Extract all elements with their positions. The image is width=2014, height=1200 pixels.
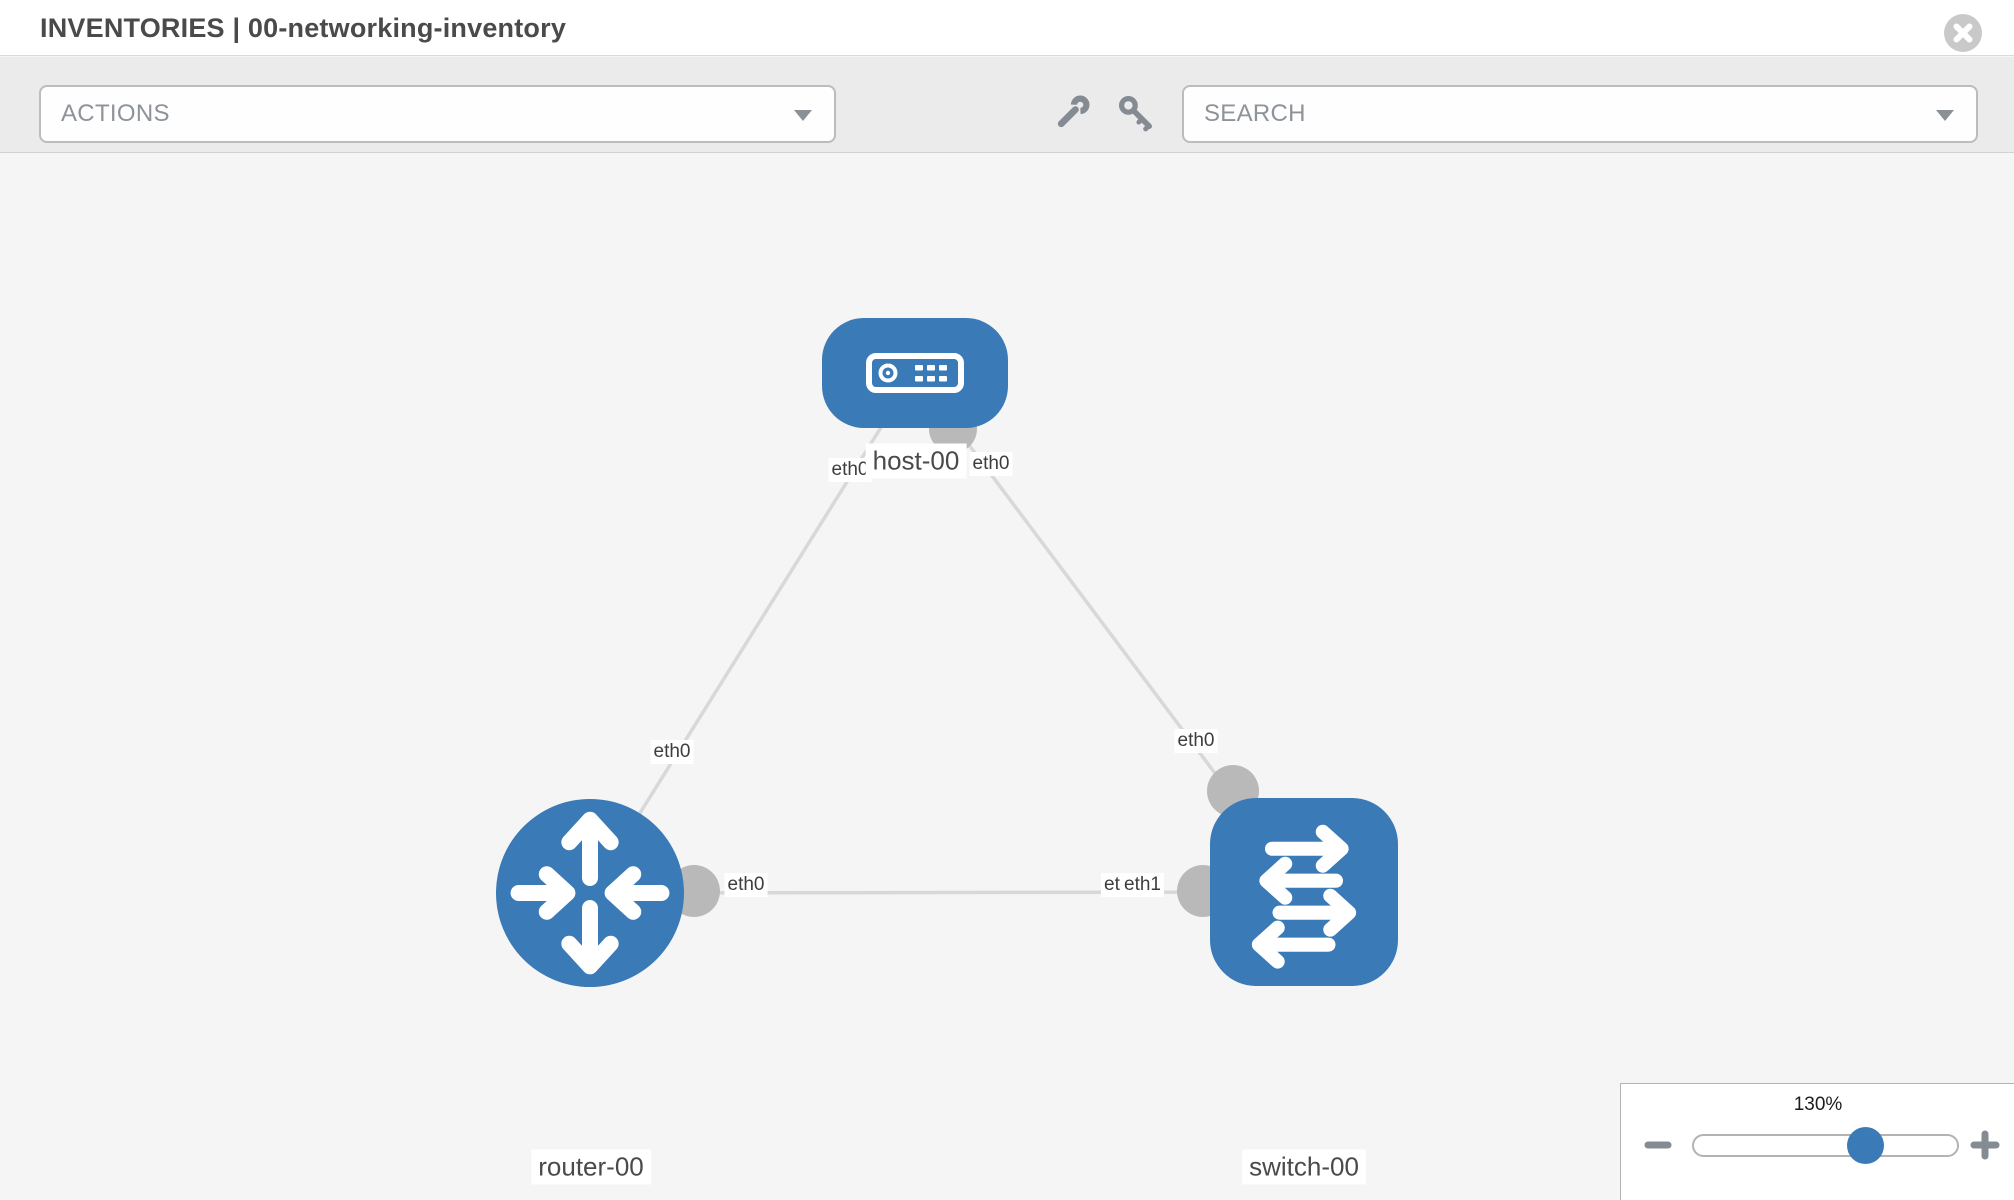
search-placeholder: SEARCH <box>1204 100 1306 127</box>
actions-dropdown-label: ACTIONS <box>61 100 170 127</box>
chevron-down-icon <box>1936 110 1954 121</box>
interface-label-host-eth0-left: eth0 <box>828 458 872 482</box>
node-label-router: router-00 <box>531 1149 651 1185</box>
interface-label-host-eth0-right: eth0 <box>969 452 1013 476</box>
close-button[interactable] <box>1944 14 1982 52</box>
plus-icon <box>1970 1130 2000 1164</box>
interface-label-router-eth0-top: eth0 <box>650 740 694 764</box>
tools-button[interactable] <box>1048 89 1096 137</box>
node-router-00[interactable] <box>496 799 684 987</box>
zoom-in-button[interactable] <box>1970 1130 2000 1160</box>
links-layer <box>588 371 1306 917</box>
zoom-level-value: 130% <box>1793 1094 1843 1115</box>
search-dropdown[interactable]: SEARCH <box>1182 85 1978 143</box>
interface-label-router-eth0: eth0 <box>724 873 768 897</box>
node-label-host: host-00 <box>865 443 967 479</box>
zoom-slider-thumb[interactable] <box>1847 1127 1884 1164</box>
actions-dropdown[interactable]: ACTIONS <box>39 85 836 143</box>
zoom-panel: 130% <box>1620 1083 2014 1200</box>
topology-canvas[interactable]: host-00 router-00 switch-00 eth0 eth0 et… <box>0 154 2014 1200</box>
interface-label-switch-eth0: eth0 <box>1174 729 1218 753</box>
key-button[interactable] <box>1112 89 1160 137</box>
interface-label-switch-eth1: eth1 <box>1121 873 1164 897</box>
key-icon <box>1112 95 1160 141</box>
node-host-00[interactable] <box>822 318 1008 428</box>
minus-icon <box>1643 1141 1673 1164</box>
page-title: INVENTORIES | 00-networking-inventory <box>40 13 567 43</box>
chevron-down-icon <box>794 110 812 121</box>
node-switch-00[interactable] <box>1210 798 1398 986</box>
interface-label-switch-left-group: eth0 eth1 <box>1101 873 1171 899</box>
zoom-out-button[interactable] <box>1643 1130 1673 1160</box>
zoom-slider-track[interactable] <box>1692 1127 1959 1164</box>
header-bar: INVENTORIES | 00-networking-inventory <box>0 0 2014 56</box>
wrench-icon <box>1048 95 1096 141</box>
toolbar: ACTIONS <box>0 57 2014 153</box>
node-label-switch: switch-00 <box>1242 1149 1366 1185</box>
